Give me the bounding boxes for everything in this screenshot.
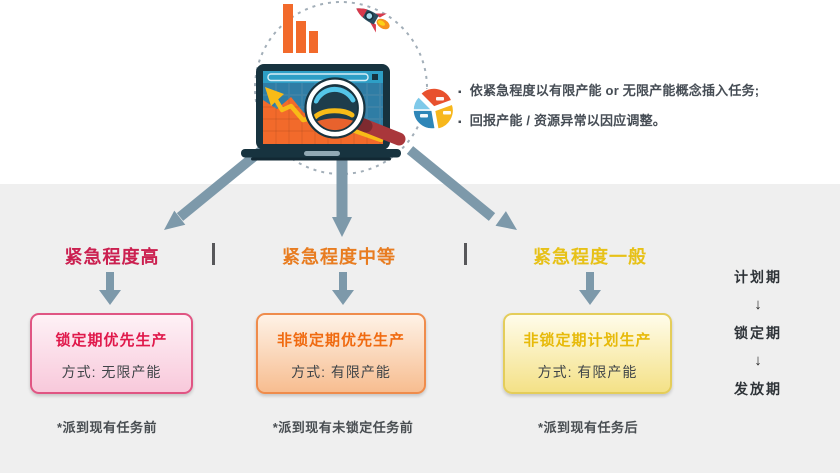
box-subtitle: 方式: 无限产能 [61,364,162,380]
down-arrow-icon [332,272,354,305]
urgency-medium-heading: 紧急程度中等 [282,247,396,267]
flow-arrows [164,146,517,237]
rocket-icon [356,8,390,33]
illustration-scene [164,1,517,237]
magnifier-icon [304,77,406,146]
unlocked-period-priority-box: 非锁定期优先生产 方式: 有限产能 [256,313,426,394]
down-arrow-icon [579,272,601,305]
note-text: 依紧急程度以有限产能 or 无限产能概念插入任务; [469,83,760,98]
bullet-icon: ▪ [458,87,462,98]
locked-period-priority-box: 锁定期优先生产 方式: 无限产能 [30,313,193,394]
note-item: ▪ 回报产能 / 资源异常以因应调整。 [458,112,830,131]
phase-column: 计划期 ↓ 锁定期 ↓ 发放期 [724,263,792,403]
pie-chart-icon [412,87,455,131]
urgency-low-heading: 紧急程度一般 [533,247,647,267]
heading-separator [212,243,215,265]
box-title: 锁定期优先生产 [55,332,168,349]
notes-list: ▪ 依紧急程度以有限产能 or 无限产能概念插入任务; ▪ 回报产能 / 资源异… [458,82,830,142]
bar-chart-icon [283,4,318,53]
bullet-icon: ▪ [458,117,462,128]
note-item: ▪ 依紧急程度以有限产能 or 无限产能概念插入任务; [458,82,830,101]
phase-label: 计划期 [734,269,782,285]
down-arrow-glyph: ↓ [754,352,762,369]
phase-label: 锁定期 [734,325,782,341]
footnote: *派到现有未锁定任务前 [272,420,414,435]
box-subtitle: 方式: 有限产能 [291,364,391,380]
footnote: *派到现有任务前 [56,420,158,435]
down-arrow-glyph: ↓ [754,296,762,313]
box-title: 非锁定期优先生产 [276,332,405,349]
unlocked-period-planned-box: 非锁定期计划生产 方式: 有限产能 [503,313,672,394]
urgency-high-heading: 紧急程度高 [64,247,160,267]
box-subtitle: 方式: 有限产能 [537,364,638,380]
dashed-orbit-icon [254,1,428,175]
laptop-analytics-icon [241,64,406,161]
box-title: 非锁定期计划生产 [523,332,652,349]
note-text: 回报产能 / 资源异常以因应调整。 [469,113,666,128]
down-arrow-icon [99,272,121,305]
heading-separator [464,243,467,265]
phase-label: 发放期 [734,381,782,397]
footnote: *派到现有任务后 [537,420,639,435]
